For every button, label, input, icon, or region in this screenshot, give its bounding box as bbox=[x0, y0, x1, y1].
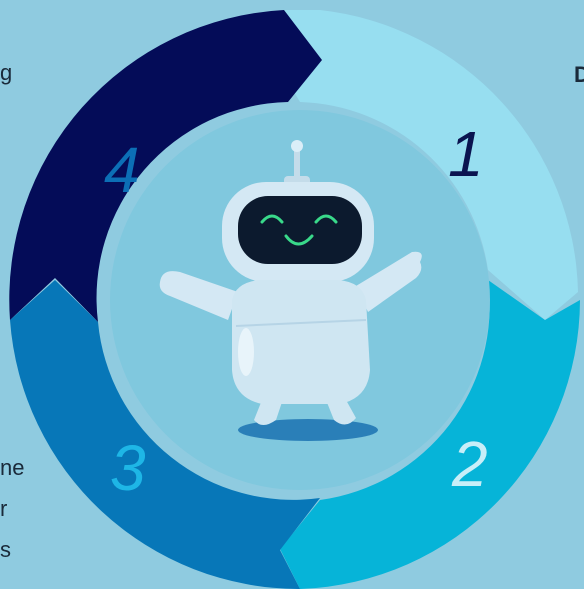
segment-2 bbox=[280, 280, 580, 589]
step-number-4: 4 bbox=[104, 134, 140, 206]
segment-4 bbox=[9, 10, 323, 322]
step-number-1: 1 bbox=[448, 118, 484, 190]
robot-shadow bbox=[238, 419, 378, 441]
robot-mascot-icon bbox=[159, 140, 422, 441]
edge-text-top-right: D bbox=[574, 62, 584, 87]
segment-1 bbox=[275, 10, 578, 320]
edge-text-bottom-left-2: r bbox=[0, 496, 8, 521]
edge-text-top-left: g bbox=[0, 60, 13, 85]
robot-body bbox=[232, 280, 370, 404]
step-number-2: 2 bbox=[451, 428, 488, 500]
edge-text-bottom-left-1: ne bbox=[0, 455, 25, 480]
step-number-3: 3 bbox=[110, 432, 146, 504]
robot-arm-left bbox=[159, 271, 238, 320]
segment-3 bbox=[10, 280, 320, 589]
robot-arm-right bbox=[356, 251, 422, 312]
edge-text-bottom-left-3: s bbox=[0, 537, 11, 562]
